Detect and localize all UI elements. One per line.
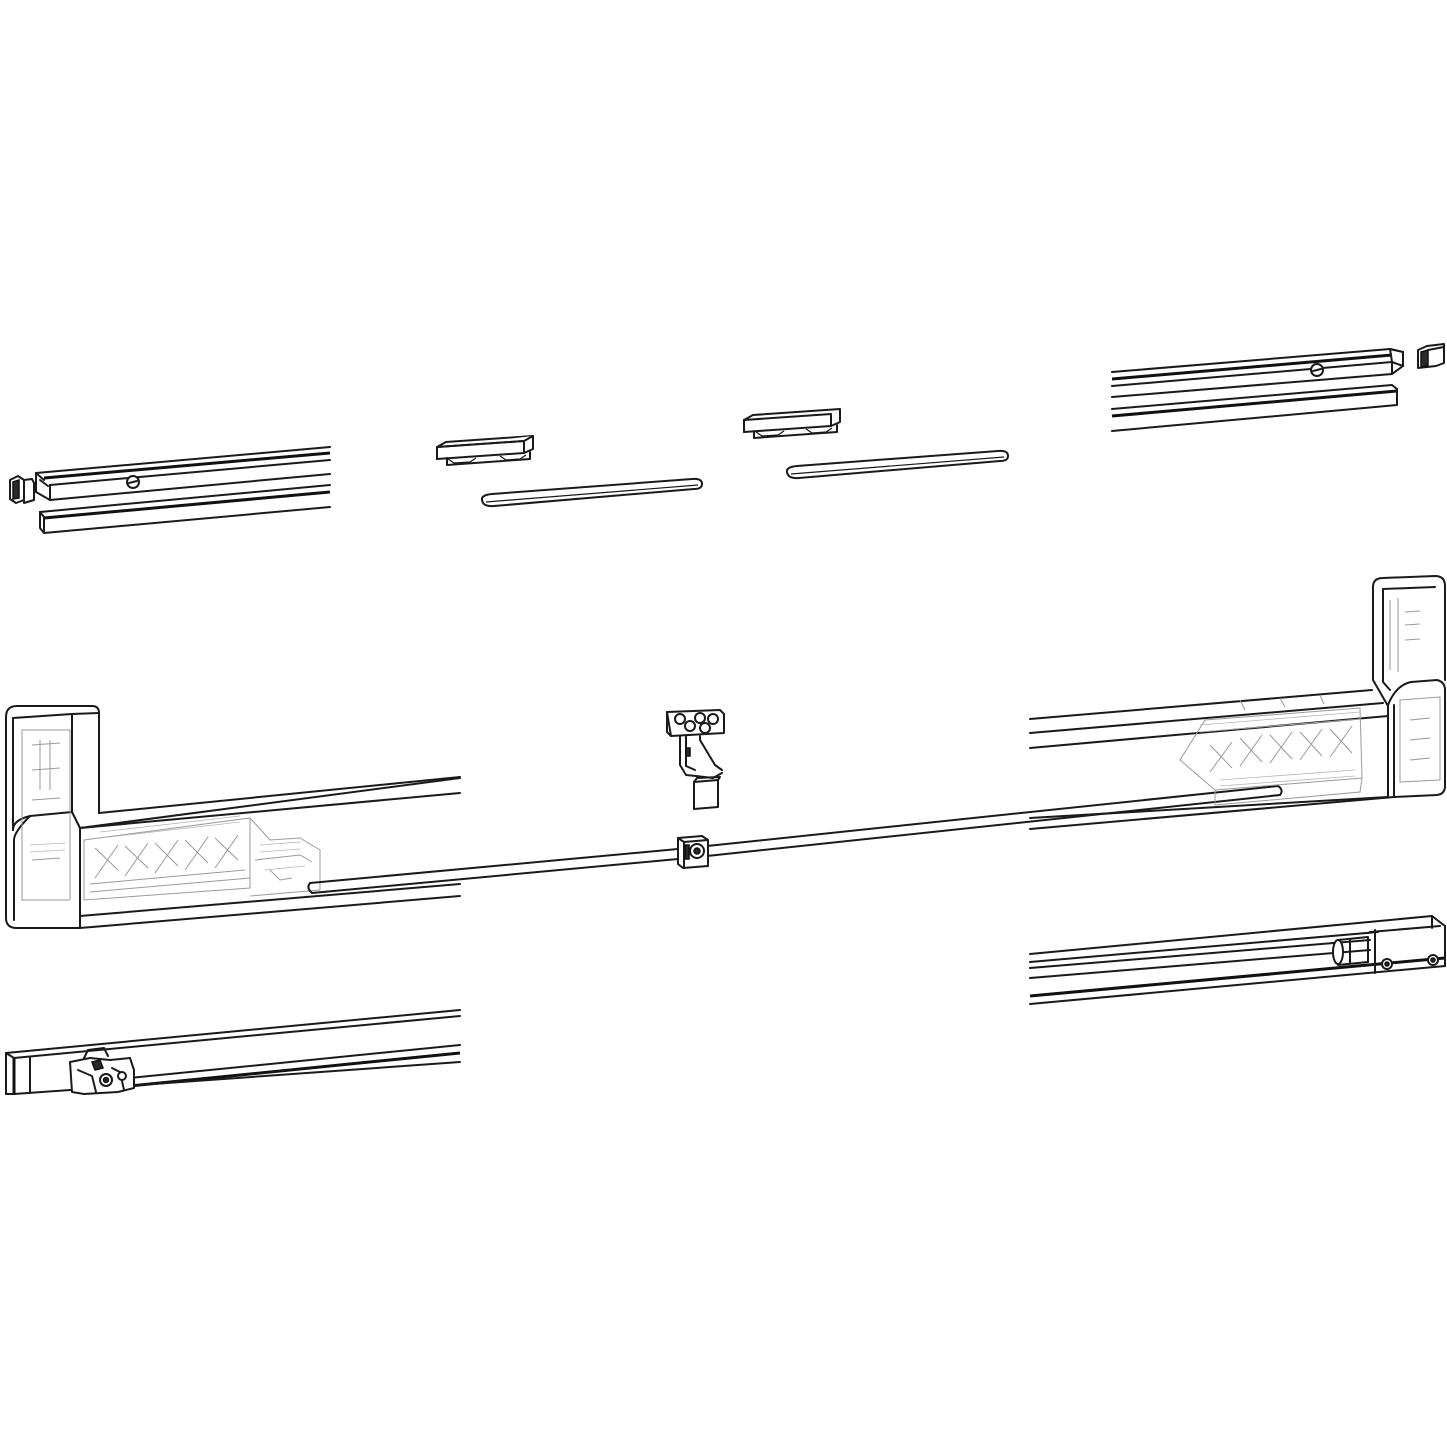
right-center-slider-block [743,408,841,439]
right-end-cap-small [1417,343,1445,369]
left-end-cap-small [9,475,35,504]
left-bottom-track [5,1009,461,1095]
center-connecting-rod [307,785,1283,894]
left-damper-housing [5,705,461,929]
left-top-rail [35,446,331,501]
right-connecting-bar [785,449,1009,480]
right-bottom-track [1029,915,1446,1005]
rod-coupler [677,835,709,869]
left-center-slider-block [436,435,534,466]
right-top-rail [1111,348,1404,398]
left-top-rail-strip [39,484,331,534]
center-bracket [666,709,725,810]
right-top-rail-strip [1111,384,1398,432]
left-connecting-bar [480,477,703,508]
right-damper-housing [1029,575,1446,830]
